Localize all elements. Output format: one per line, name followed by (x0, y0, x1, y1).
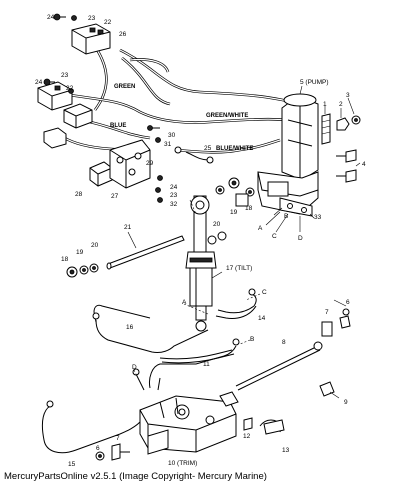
part-label-13: 13 (282, 447, 290, 454)
part-label-3: 3 (346, 92, 350, 99)
hose-port-label-c: C (272, 233, 277, 240)
part-label-26: 26 (119, 31, 127, 38)
left-pin-hardware (66, 231, 227, 278)
part-label-4: 4 (362, 161, 366, 168)
part-label-18: 18 (245, 205, 253, 212)
part-label-20: 20 (91, 242, 99, 249)
part-label-12: 12 (243, 433, 251, 440)
part-label-19: 19 (230, 209, 238, 216)
fuse-holder (89, 161, 113, 187)
part-label-1: 1 (323, 101, 327, 108)
mounting-bracket (109, 139, 151, 189)
part-label-24: 24 (35, 79, 43, 86)
part-label-7: 7 (116, 435, 120, 442)
harness-hardware (43, 13, 214, 203)
part-label-5-pump: 5 (PUMP) (300, 79, 329, 86)
part-label-33: 33 (314, 214, 322, 221)
pump-hardware (321, 113, 361, 183)
part-label-23: 23 (170, 192, 178, 199)
part-label-7: 7 (325, 309, 329, 316)
part-label-31: 31 (164, 141, 172, 148)
part-label-23: 23 (61, 72, 69, 79)
part-label-10-trim: 10 (TRIM) (168, 460, 197, 467)
copyright-caption: MercuryPartsOnline v2.5.1 (Image Copyrig… (4, 471, 267, 482)
part-label-19: 19 (76, 249, 84, 256)
part-label-24: 24 (170, 184, 178, 191)
wire-label-blue: BLUE (110, 123, 126, 129)
part-label-9: 9 (344, 399, 348, 406)
hose-port-label-a: A (258, 225, 263, 232)
relay-upper (71, 23, 111, 55)
wire-label-green-white: GREEN/WHITE (206, 113, 248, 119)
upper-pin-hardware (215, 177, 255, 207)
part-label-8: 8 (282, 339, 286, 346)
part-label-30: 30 (168, 132, 176, 139)
leader-lines (127, 85, 361, 399)
part-label-20: 20 (213, 221, 221, 228)
part-label-27: 27 (111, 193, 119, 200)
part-label-22: 22 (104, 19, 112, 26)
wire-label-blue-white: BLUE/WHITE (216, 146, 253, 152)
part-label-32: 32 (170, 201, 178, 208)
part-label-2: 2 (339, 101, 343, 108)
part-label-29: 29 (146, 160, 154, 167)
wire-label-green: GREEN (114, 84, 135, 90)
wire-color-labels: GREEN BLUE GREEN/WHITE BLUE/WHITE (110, 84, 253, 152)
wire-harness (59, 47, 296, 154)
part-label-16: 16 (126, 324, 134, 331)
part-label-21: 21 (124, 224, 132, 231)
part-label-11: 11 (203, 361, 210, 368)
hose-port-label-c: C (262, 289, 267, 296)
part-label-6: 6 (96, 445, 100, 452)
part-label-6: 6 (346, 299, 350, 306)
part-label-24: 24 (47, 14, 55, 21)
hydraulic-hoses (41, 288, 323, 454)
relay-middle (37, 81, 73, 111)
part-label-14: 14 (258, 315, 266, 322)
relay-lower-pair (43, 103, 93, 149)
part-labels: 24 23 22 26 24 23 22 5 (PUMP) 1 2 3 4 30… (35, 14, 366, 468)
part-label-18: 18 (61, 256, 69, 263)
part-label-28: 28 (75, 191, 83, 198)
part-label-17-tilt: 17 (TILT) (226, 265, 252, 272)
hose-port-label-b: B (284, 213, 288, 220)
part-label-22: 22 (66, 85, 74, 92)
parts-diagram: 24 23 22 26 24 23 22 5 (PUMP) 1 2 3 4 30… (35, 13, 366, 468)
part-label-25: 25 (204, 145, 212, 152)
hose-port-label-d: D (132, 364, 137, 371)
trim-cylinder (139, 391, 239, 455)
part-label-23: 23 (88, 15, 96, 22)
pump-motor (257, 93, 319, 217)
hose-port-label-a: A (182, 299, 187, 306)
part-label-15: 15 (68, 461, 76, 468)
trim-hardware (95, 417, 285, 461)
hose-port-label-d: D (298, 235, 303, 242)
tilt-cylinder (185, 195, 217, 332)
hose-port-label-b: B (250, 336, 254, 343)
tilt-pin (106, 235, 185, 270)
hose-fittings (319, 308, 351, 397)
